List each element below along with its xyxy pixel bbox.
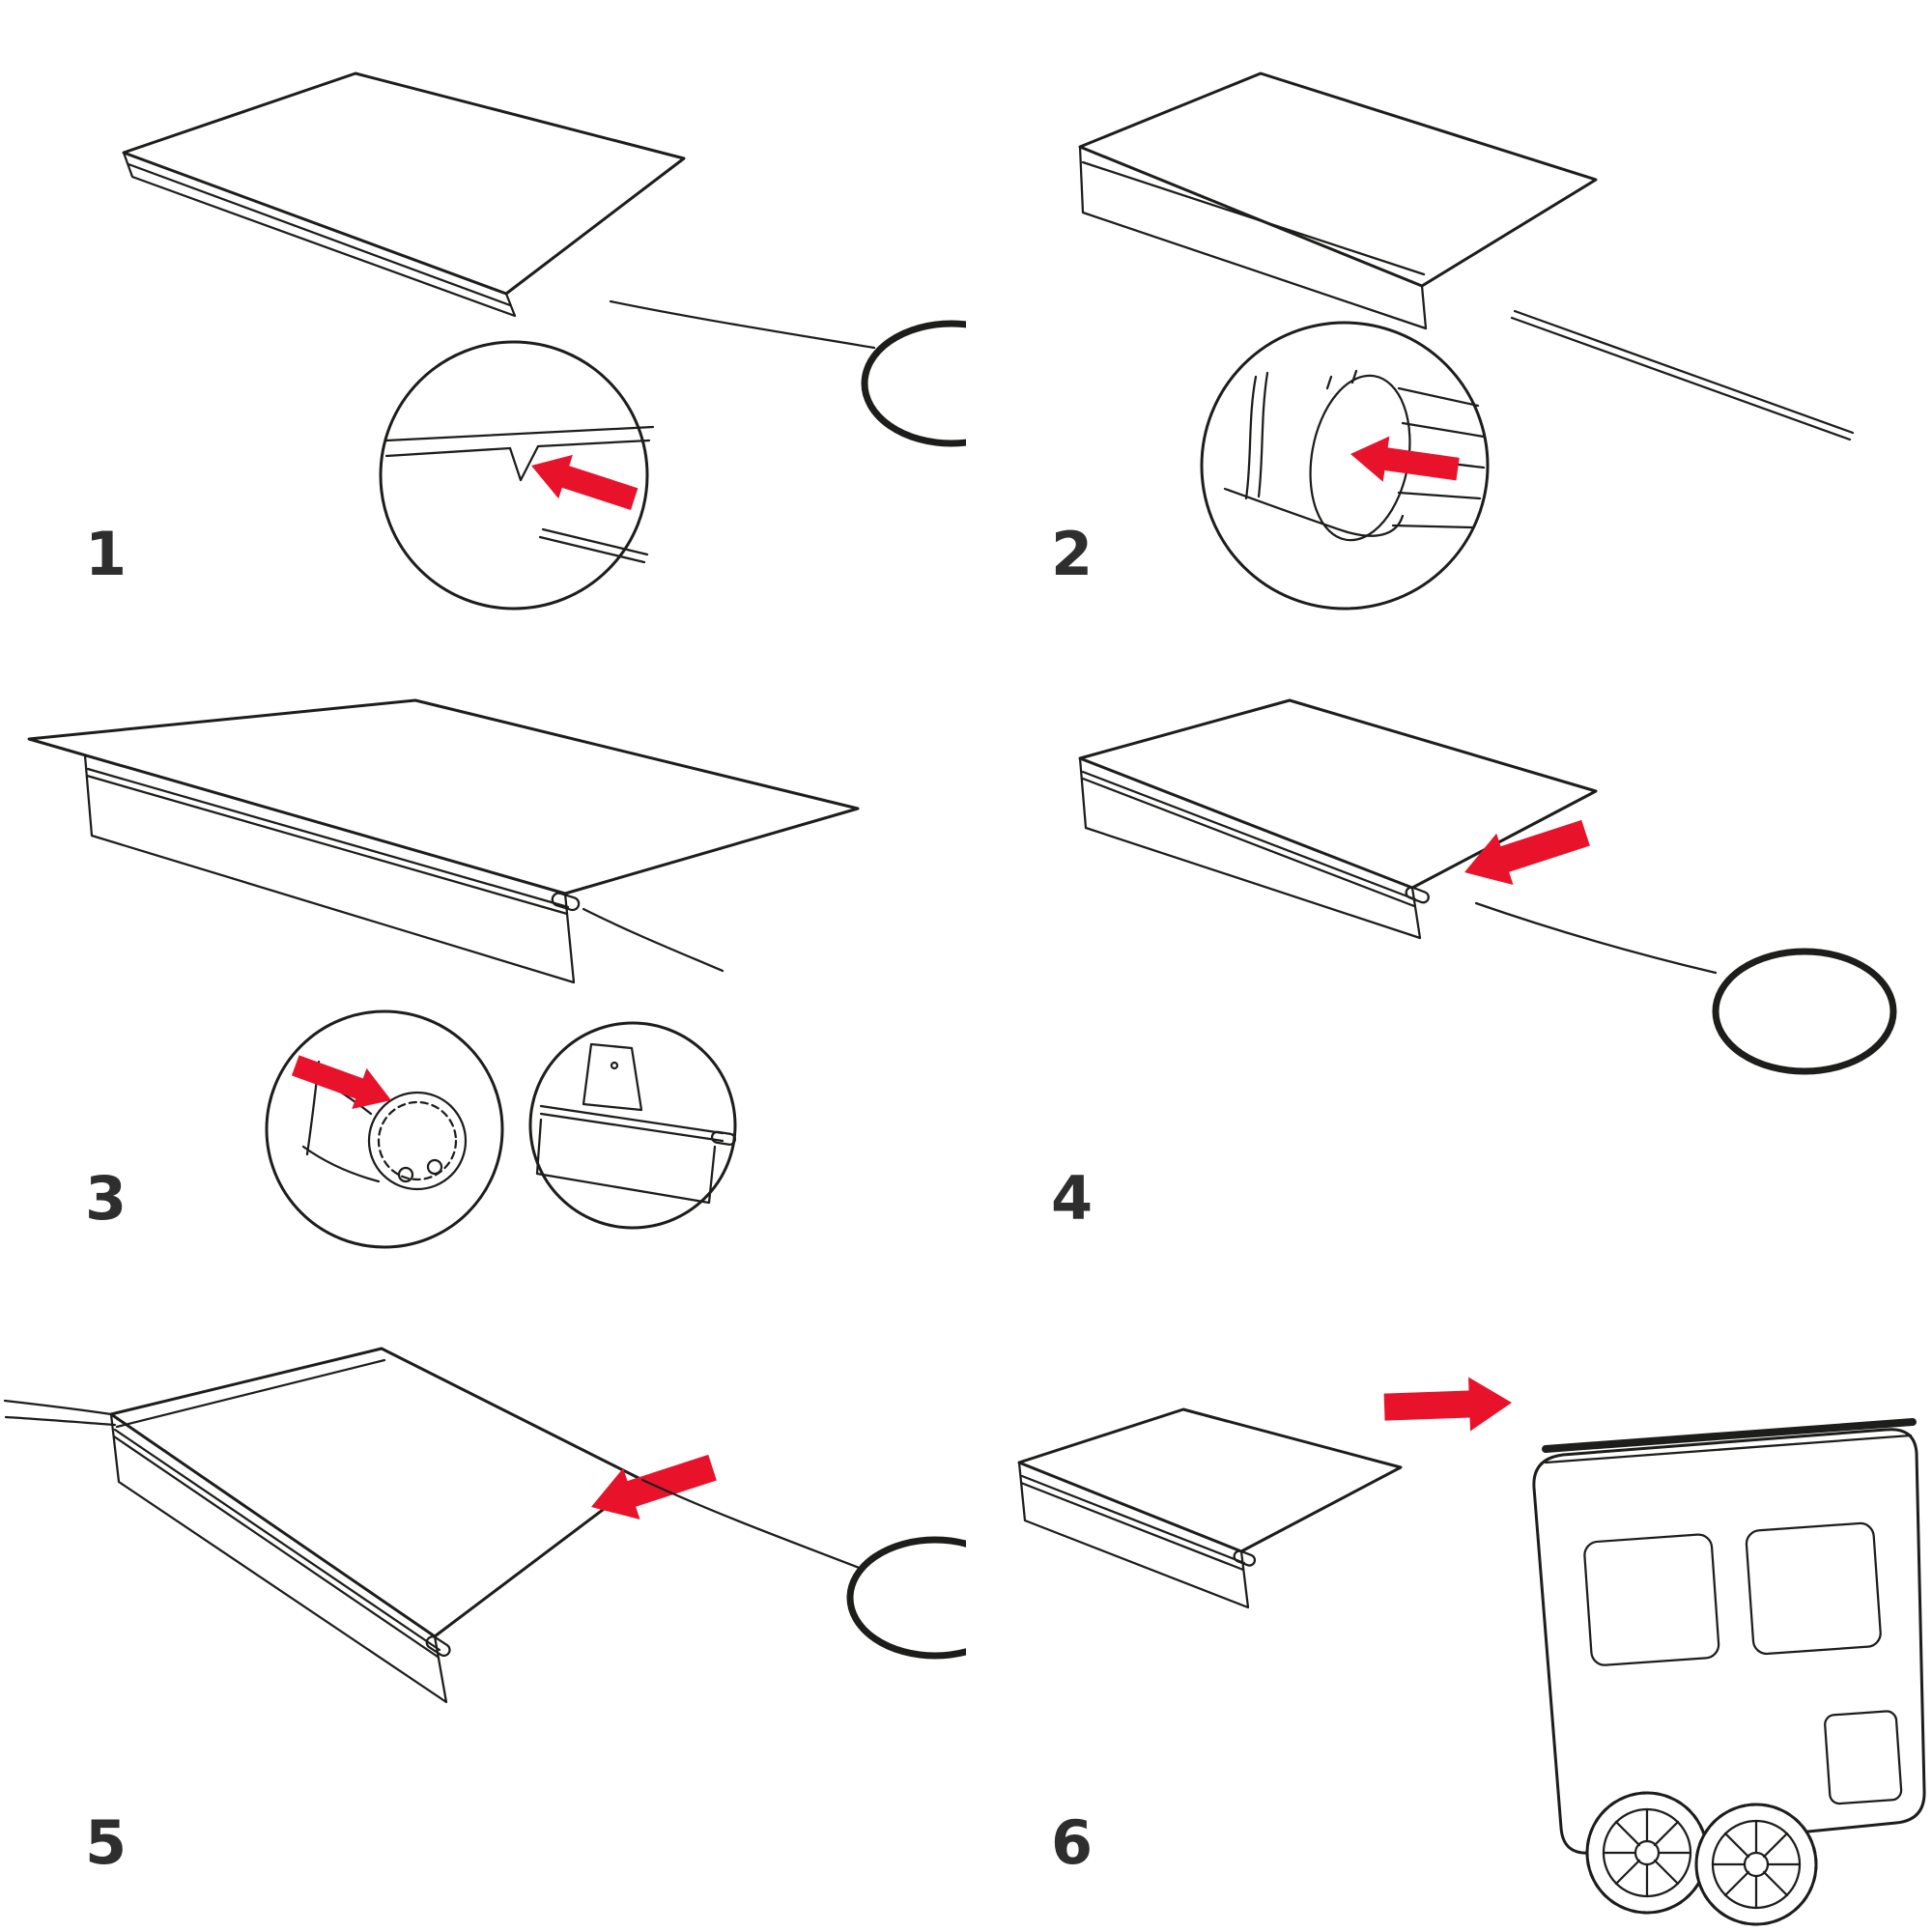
step-4-illustration: [1078, 698, 1897, 1075]
step-3-number: 3: [85, 1163, 128, 1234]
step-1-illustration: [122, 71, 966, 611]
step-2-number: 2: [1051, 519, 1094, 589]
detail-circle: [379, 340, 655, 611]
awning-rail-rod: [1510, 309, 1855, 441]
step-2-panel: 2: [966, 0, 1932, 643]
direction-arrow-icon: [291, 1055, 391, 1110]
step-5-panel: 5: [0, 1289, 966, 1932]
detail-circle-roller: [265, 1009, 504, 1249]
pull-cord: [609, 299, 876, 350]
step-6-panel: 6: [966, 1289, 1932, 1932]
awning-deployed: [27, 698, 860, 984]
awning-fabric-sheet: [1078, 698, 1598, 940]
step-3-panel: 3: [0, 644, 966, 1288]
fabric-edge-detail: [384, 425, 655, 564]
pull-cord: [1474, 901, 1718, 975]
direction-arrow-icon: [531, 454, 639, 510]
awning-rolled-sheet: [1017, 1407, 1403, 1609]
direction-arrow-icon: [591, 1454, 717, 1520]
awning-rolled-sheet: [3, 1347, 644, 1704]
step-2-illustration: [1078, 71, 1855, 611]
rv-wheel-front: [1694, 1803, 1818, 1926]
pull-cord: [640, 1478, 864, 1571]
detail-circle: [1200, 321, 1490, 611]
rv-wheel-rear: [1585, 1791, 1709, 1915]
step-5-illustration: [3, 1347, 966, 1704]
cord-loop: [846, 1536, 966, 1660]
rv-awning-rail: [1542, 1418, 1917, 1453]
step-6-illustration: [1017, 1377, 1926, 1926]
step-3-illustration: [27, 698, 860, 1249]
rv-body: [1532, 1428, 1926, 1855]
step-6-number: 6: [1051, 1807, 1094, 1878]
step-1-panel: 1: [0, 0, 966, 643]
rv-trailer: [1532, 1418, 1926, 1926]
step-5-number: 5: [85, 1807, 128, 1878]
detail-circle-valance: [528, 1021, 737, 1230]
step-4-panel: 4: [966, 644, 1932, 1288]
rv-windows: [1583, 1521, 1903, 1805]
direction-arrow-icon: [1350, 436, 1460, 482]
awning-fabric-sheet: [122, 71, 686, 318]
awning-fabric-sheet: [1078, 71, 1598, 330]
step-1-number: 1: [85, 519, 128, 589]
cord-loop: [861, 320, 966, 447]
roller-tube-cross-section: [298, 1060, 468, 1191]
direction-arrow-icon: [1383, 1377, 1512, 1432]
direction-arrow-icon: [1464, 819, 1590, 886]
valance-bracket-detail: [535, 1042, 737, 1205]
step-4-number: 4: [1051, 1163, 1094, 1234]
cord-loop: [1712, 948, 1897, 1075]
